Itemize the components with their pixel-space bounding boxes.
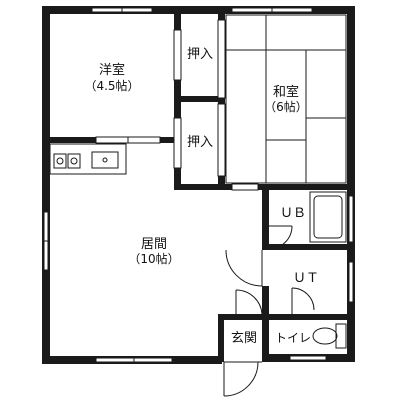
kitchen-counter: [49, 143, 127, 175]
bath-name: ＵＢ: [280, 206, 306, 221]
entrance-name: 玄関: [231, 331, 257, 346]
toilet-name: トイレ: [275, 331, 311, 345]
living-room-size: （10帖）: [128, 251, 179, 266]
closet-upper-name: 押入: [187, 47, 213, 62]
windows: [43, 7, 354, 363]
tatami-mats: [225, 14, 347, 184]
japanese-room-size: （6帖）: [264, 99, 308, 114]
living-room-name: 居間: [141, 237, 167, 252]
toilet-fixture: [312, 323, 347, 349]
closet-lower-name: 押入: [187, 135, 213, 150]
utility-name: ＵＴ: [293, 271, 319, 286]
japanese-room-name: 和室: [273, 84, 299, 100]
doors: [223, 225, 315, 397]
western-room-name: 洋室: [99, 62, 125, 78]
western-room-size: （4.5帖）: [84, 78, 139, 93]
bathtub: [309, 191, 347, 243]
sliding-doors: [95, 19, 259, 191]
